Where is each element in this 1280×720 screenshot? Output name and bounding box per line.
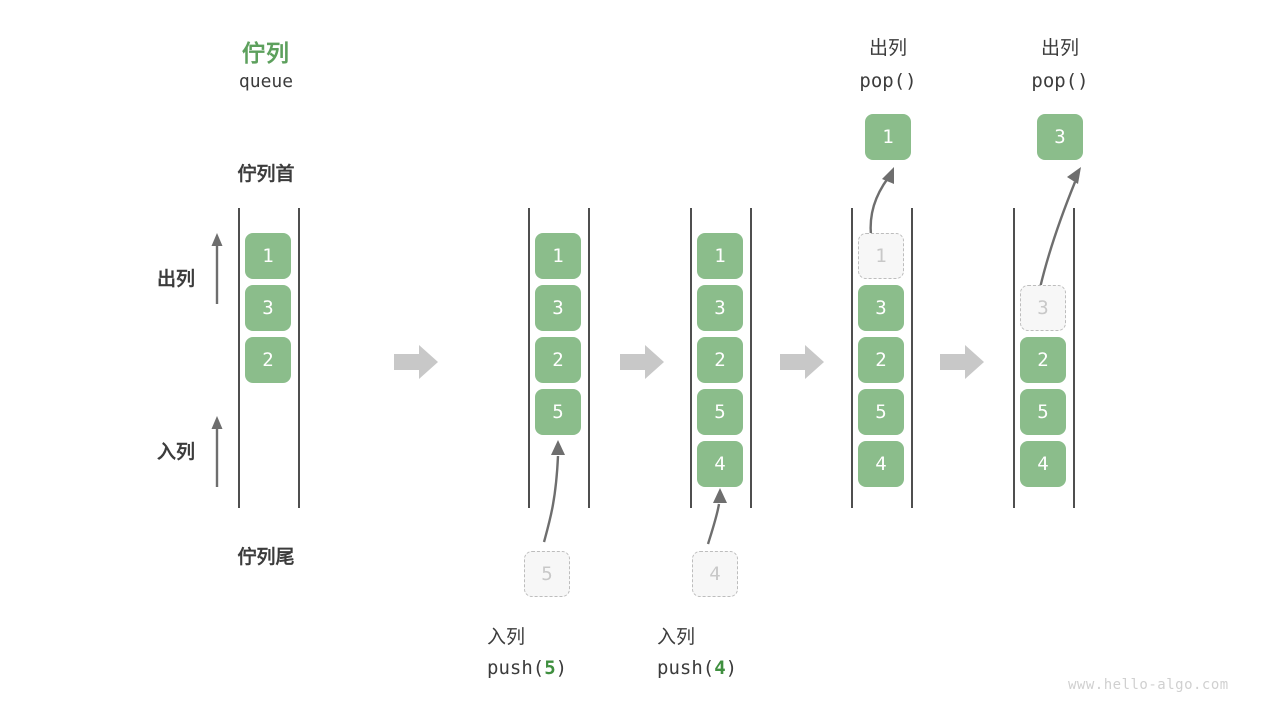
queue-cell: 4 — [858, 441, 904, 487]
queue-cell: 4 — [697, 441, 743, 487]
push-code-prefix: push( — [487, 657, 545, 679]
pop-caption-code: pop() — [859, 70, 917, 92]
queue-cell: 2 — [697, 337, 743, 383]
pop-arrow-icon — [869, 167, 894, 237]
queue-cell: 4 — [1020, 441, 1066, 487]
rail-left — [528, 208, 530, 508]
queue-cell: 5 — [858, 389, 904, 435]
queue-cell: 3 — [858, 285, 904, 331]
step-arrow-icon — [940, 345, 984, 379]
rail-right — [298, 208, 300, 508]
step-arrow-icon — [780, 345, 824, 379]
rail-left — [1013, 208, 1015, 508]
pop-caption-cn: 出列 — [1040, 38, 1079, 59]
dequeue-direction-arrow-icon — [211, 233, 223, 304]
enqueue-direction-arrow-icon — [211, 416, 223, 487]
diagram-title-en: queue — [238, 71, 294, 92]
push-arrow-icon — [542, 440, 565, 543]
rail-right — [911, 208, 913, 508]
rail-right — [750, 208, 752, 508]
push-code-suffix: ) — [555, 657, 568, 679]
queue-cell: 5 — [535, 389, 581, 435]
push-code-prefix: push( — [657, 657, 715, 679]
rail-left — [238, 208, 240, 508]
incoming-ghost-cell: 4 — [692, 551, 738, 597]
pop-caption-code: pop() — [1031, 70, 1089, 92]
enqueue-direction-label: 入列 — [156, 442, 195, 463]
queue-tail-label: 佇列尾 — [237, 547, 295, 568]
queue-cell: 5 — [1020, 389, 1066, 435]
step-arrow-icon — [620, 345, 664, 379]
popped-ghost-cell: 3 — [1020, 285, 1066, 331]
watermark: www.hello-algo.com — [1068, 677, 1229, 693]
push-caption-code: push(4) — [657, 657, 817, 679]
queue-cell: 2 — [245, 337, 291, 383]
push-caption-cn: 入列 — [657, 627, 696, 648]
queue-cell: 5 — [697, 389, 743, 435]
rail-right — [1073, 208, 1075, 508]
queue-cell: 3 — [535, 285, 581, 331]
queue-cell: 2 — [858, 337, 904, 383]
push-code-value: 5 — [544, 657, 556, 679]
queue-cell: 3 — [245, 285, 291, 331]
push-caption-code: push(5) — [487, 657, 647, 679]
rail-right — [588, 208, 590, 508]
queue-cell: 1 — [245, 233, 291, 279]
diagram-title-cn: 佇列 — [242, 40, 290, 66]
step-arrow-icon — [394, 345, 438, 379]
push-code-value: 4 — [714, 657, 726, 679]
push-caption-cn: 入列 — [487, 627, 526, 648]
queue-cell: 3 — [697, 285, 743, 331]
queue-cell: 2 — [1020, 337, 1066, 383]
pop-arrow-icon — [1038, 167, 1081, 289]
queue-cell: 1 — [535, 233, 581, 279]
incoming-ghost-cell: 5 — [524, 551, 570, 597]
rail-left — [851, 208, 853, 508]
pop-caption-cn: 出列 — [868, 38, 907, 59]
popped-cell: 1 — [865, 114, 911, 160]
push-arrow-icon — [706, 488, 727, 545]
queue-cell: 1 — [697, 233, 743, 279]
popped-cell: 3 — [1037, 114, 1083, 160]
push-code-suffix: ) — [725, 657, 738, 679]
popped-ghost-cell: 1 — [858, 233, 904, 279]
rail-left — [690, 208, 692, 508]
queue-cell: 2 — [535, 337, 581, 383]
queue-head-label: 佇列首 — [237, 164, 295, 185]
dequeue-direction-label: 出列 — [156, 269, 195, 290]
